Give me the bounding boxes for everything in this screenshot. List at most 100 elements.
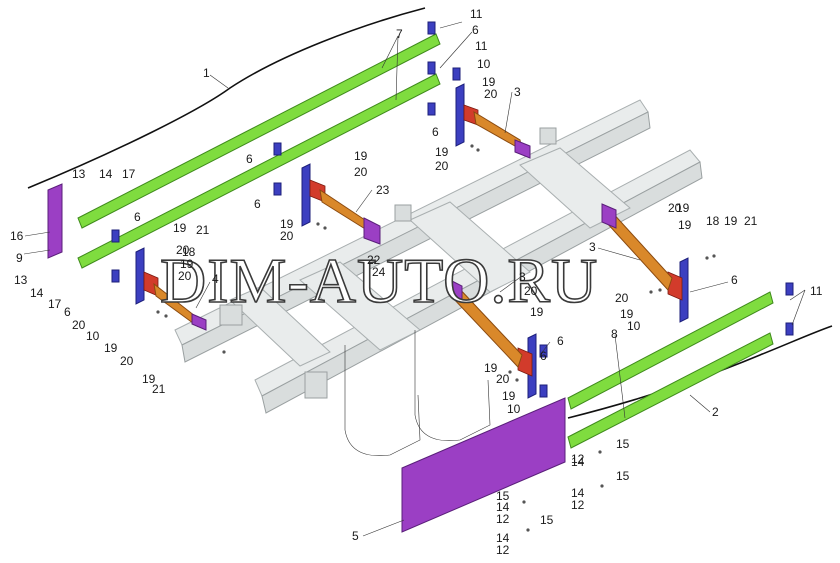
label-20: 20 — [484, 87, 498, 101]
label-20: 20 — [178, 269, 192, 283]
label-18: 18 — [182, 245, 196, 259]
label-19: 19 — [484, 361, 498, 375]
label-24: 24 — [372, 265, 386, 279]
label-4: 4 — [212, 272, 219, 286]
outline-curve-1 — [27, 7, 426, 189]
label-20: 20 — [615, 291, 629, 305]
label-19: 19 — [142, 372, 156, 386]
label-6: 6 — [540, 349, 547, 363]
label-17: 17 — [48, 297, 62, 311]
side-rail-upper-1 — [77, 33, 441, 229]
side-panel-5 — [401, 397, 566, 533]
leader-lines — [23, 21, 806, 537]
label-19: 19 — [354, 149, 368, 163]
label-2: 2 — [712, 405, 719, 419]
label-8: 8 — [611, 327, 618, 341]
label-6: 6 — [557, 334, 564, 348]
bracket-4 — [135, 247, 207, 331]
label-5: 5 — [352, 529, 359, 543]
label-14: 14 — [496, 500, 510, 514]
label-11: 11 — [470, 7, 483, 21]
label-14: 14 — [571, 486, 585, 500]
chassis-frame — [174, 99, 703, 456]
outline-curve-2 — [567, 325, 833, 419]
label-20: 20 — [496, 372, 510, 386]
label-21: 21 — [196, 223, 210, 237]
bracket-3-top — [455, 83, 531, 159]
label-19: 19 — [180, 257, 194, 271]
label-20: 20 — [354, 165, 368, 179]
label-19: 19 — [620, 307, 634, 321]
label-12: 12 — [571, 498, 585, 512]
label-19: 19 — [502, 389, 516, 403]
label-18: 18 — [706, 214, 720, 228]
label-6: 6 — [246, 152, 253, 166]
label-6: 6 — [731, 273, 738, 287]
label-6: 6 — [64, 305, 71, 319]
label-12: 12 — [496, 512, 510, 526]
bracket-3-right — [601, 203, 689, 323]
label-19: 19 — [678, 218, 692, 232]
label-20: 20 — [120, 354, 134, 368]
label-23: 23 — [376, 183, 390, 197]
side-rail-lower-2 — [567, 332, 774, 449]
label-15: 15 — [616, 437, 630, 451]
plates — [111, 21, 794, 398]
label-6: 6 — [134, 210, 141, 224]
label-6: 6 — [472, 23, 479, 37]
label-15: 15 — [540, 513, 554, 527]
label-22: 22 — [367, 253, 381, 267]
label-14: 14 — [99, 167, 113, 181]
label-19: 19 — [173, 221, 187, 235]
label-15: 15 — [496, 489, 510, 503]
label-20: 20 — [176, 243, 190, 257]
label-21: 21 — [744, 214, 758, 228]
label-20: 20 — [524, 284, 538, 298]
label-19: 19 — [530, 305, 544, 319]
label-21: 21 — [152, 382, 166, 396]
label-19: 19 — [104, 341, 118, 355]
label-12: 12 — [496, 543, 510, 557]
label-10: 10 — [627, 319, 641, 333]
label-20: 20 — [668, 201, 682, 215]
label-3: 3 — [519, 270, 526, 284]
label-19: 19 — [435, 145, 449, 159]
label-17: 17 — [122, 167, 136, 181]
label-19: 19 — [676, 201, 690, 215]
bracket-3-mid — [449, 279, 537, 399]
label-19: 19 — [280, 217, 294, 231]
label-14: 14 — [571, 455, 585, 469]
label-20: 20 — [280, 229, 294, 243]
side-rail-upper-2 — [77, 73, 441, 269]
fasteners — [156, 144, 716, 532]
label-14: 14 — [30, 286, 44, 300]
label-1: 1 — [203, 66, 210, 80]
callout-labels: 1 2 3 3 3 4 5 6 6 6 6 6 6 6 6 6 7 8 9 10… — [10, 7, 823, 557]
label-3: 3 — [589, 240, 596, 254]
label-6: 6 — [432, 125, 439, 139]
label-20: 20 — [72, 318, 86, 332]
label-11: 11 — [810, 284, 823, 298]
label-13: 13 — [72, 167, 86, 181]
label-7: 7 — [396, 27, 403, 41]
label-6: 6 — [254, 197, 261, 211]
label-20: 20 — [435, 159, 449, 173]
label-19: 19 — [482, 75, 496, 89]
label-13: 13 — [14, 273, 28, 287]
bracket-23 — [301, 163, 381, 245]
label-16: 16 — [10, 229, 24, 243]
label-3: 3 — [514, 85, 521, 99]
label-9: 9 — [16, 251, 23, 265]
watermark: DIM-AUTO.RU — [160, 245, 598, 316]
side-rail-lower-1 — [567, 291, 774, 410]
label-12: 12 — [571, 452, 585, 466]
end-panel-9 — [47, 183, 63, 259]
label-10: 10 — [477, 57, 491, 71]
label-10: 10 — [507, 402, 521, 416]
label-19: 19 — [724, 214, 738, 228]
label-14: 14 — [496, 531, 510, 545]
label-11: 11 — [475, 39, 488, 53]
label-15: 15 — [616, 469, 630, 483]
